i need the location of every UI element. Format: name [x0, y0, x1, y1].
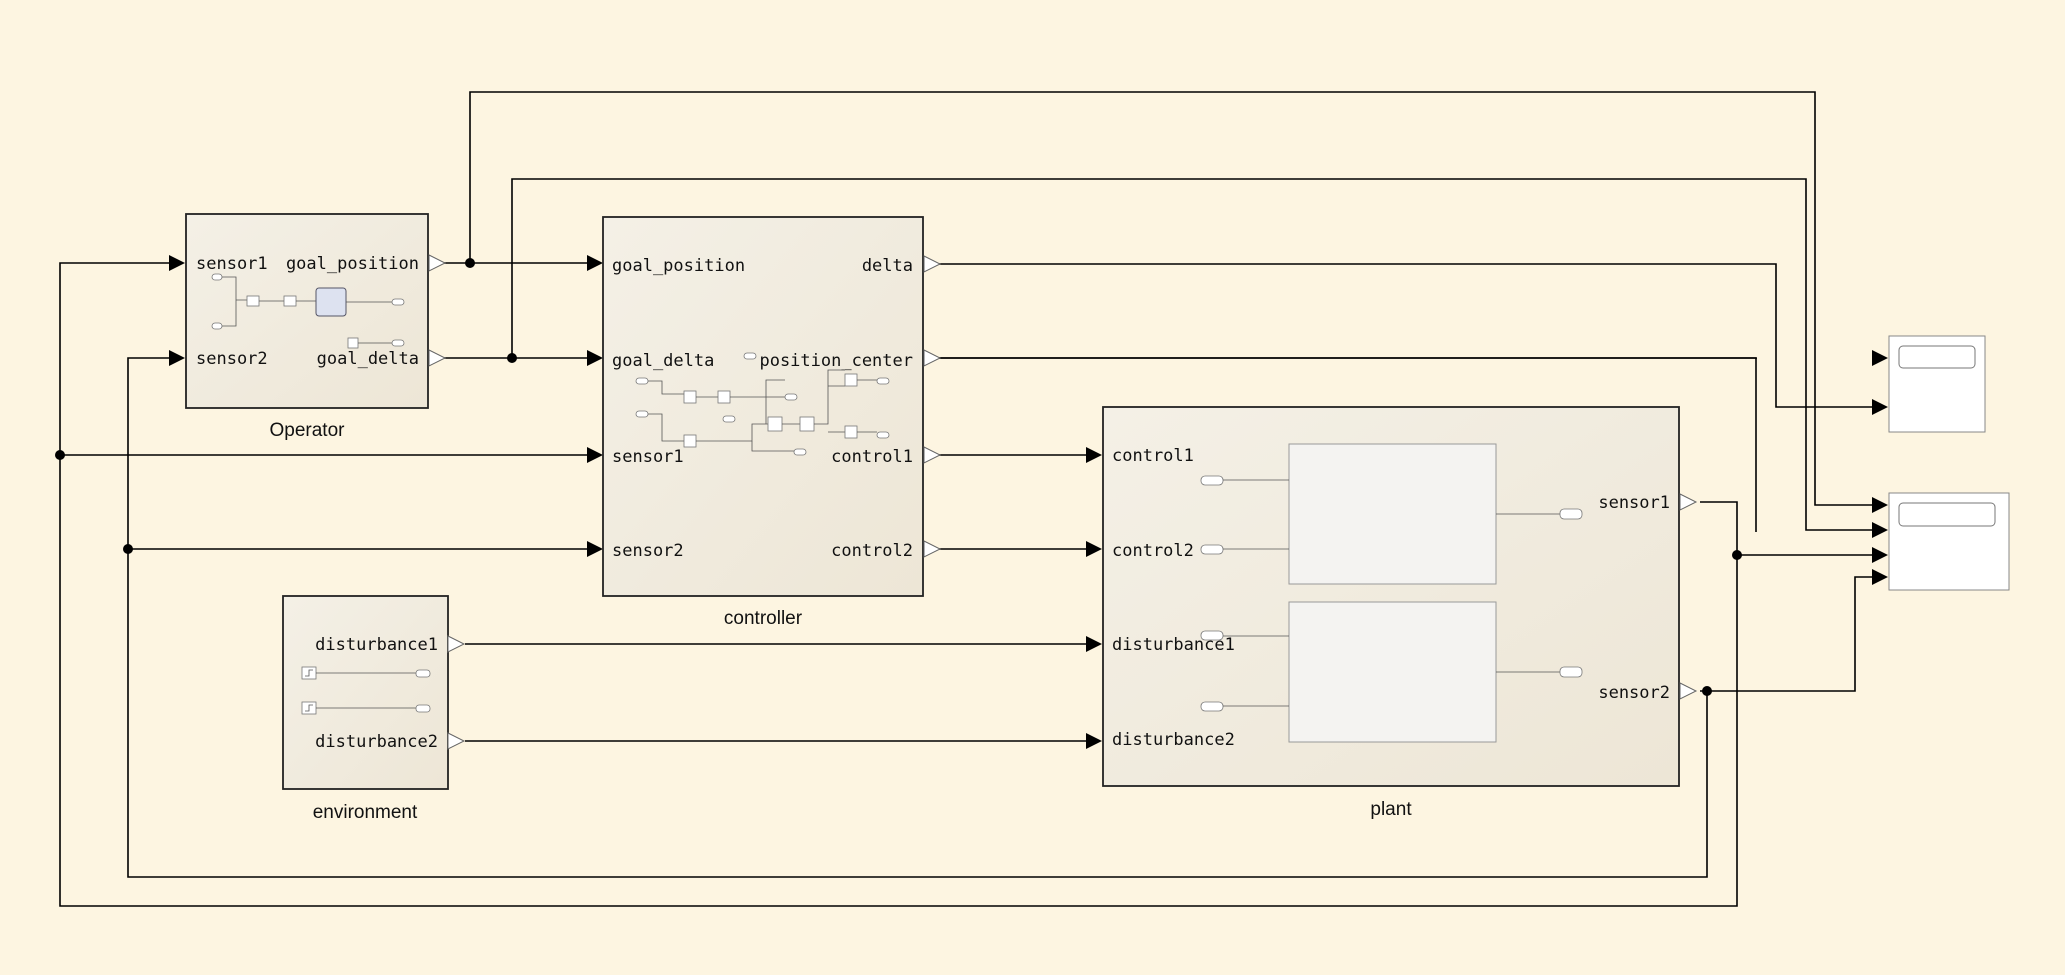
plant-subsystem-1 — [1288, 443, 1497, 585]
arrowheads — [169, 255, 1888, 749]
controller-out-position-center: position_center — [759, 351, 913, 371]
plant-in-disturbance2: disturbance2 — [1112, 730, 1235, 750]
plant-internal-preview — [1200, 443, 1583, 743]
controller-in-goal-position: goal_position — [612, 256, 745, 276]
plant-block-name: plant — [1370, 799, 1412, 820]
plant-subsystem-2 — [1288, 601, 1497, 743]
scope-icon — [1898, 502, 1996, 527]
operator-block-name: Operator — [270, 420, 346, 441]
controller-block-name: controller — [724, 608, 803, 629]
controller-internal-preview — [635, 352, 890, 456]
controller-in-goal-delta: goal_delta — [612, 351, 714, 371]
scope-1[interactable] — [1888, 335, 1986, 433]
junction-goal-delta — [507, 353, 517, 363]
plant-out-port-2[interactable] — [1679, 682, 1698, 700]
operator-in-sensor1: sensor1 — [196, 254, 268, 274]
signal-lines — [59, 91, 1874, 907]
scope-icon — [1898, 345, 1976, 369]
plant-out-sensor1: sensor1 — [1598, 493, 1670, 513]
junction-goal-position — [465, 258, 475, 268]
plant-block[interactable]: control1 control2 disturbance1 disturban… — [1102, 406, 1698, 820]
junction-sensor1-right — [1732, 550, 1742, 560]
operator-in-sensor2: sensor2 — [196, 349, 268, 369]
wire-goal-delta-branch[interactable] — [511, 178, 1874, 531]
controller-out-port-2[interactable] — [923, 349, 942, 367]
wire-delta[interactable] — [939, 263, 1874, 408]
controller-out-port-3[interactable] — [923, 446, 942, 464]
scope-2[interactable] — [1888, 492, 2010, 591]
environment-out-disturbance2: disturbance2 — [315, 732, 438, 752]
controller-block[interactable]: goal_position goal_delta sensor1 sensor2… — [602, 216, 942, 629]
controller-out-control1: control1 — [831, 447, 913, 467]
environment-out-port-2[interactable] — [447, 732, 466, 750]
controller-out-control2: control2 — [831, 541, 913, 561]
environment-internal-preview — [301, 666, 431, 715]
environment-block[interactable]: disturbance1 disturbance2 environment — [282, 595, 466, 823]
environment-block-name: environment — [313, 802, 418, 823]
controller-out-port-1[interactable] — [923, 255, 942, 273]
operator-internal-preview — [211, 273, 405, 349]
junction-sensor2-left — [123, 544, 133, 554]
junction-dots — [55, 258, 1742, 696]
plant-out-sensor2: sensor2 — [1598, 683, 1670, 703]
operator-block[interactable]: sensor1 sensor2 goal_position goal_delta… — [185, 213, 447, 441]
plant-in-control1: control1 — [1112, 446, 1194, 466]
controller-in-sensor2: sensor2 — [612, 541, 684, 561]
junction-sensor1-left — [55, 450, 65, 460]
environment-out-port-1[interactable] — [447, 635, 466, 653]
plant-in-control2: control2 — [1112, 541, 1194, 561]
wire-plant-sensor1[interactable] — [59, 262, 1738, 907]
operator-out-goal-delta: goal_delta — [317, 349, 419, 369]
operator-out-port-1[interactable] — [428, 254, 447, 272]
environment-out-disturbance1: disturbance1 — [315, 635, 438, 655]
wire-sensor2-to-scope[interactable] — [1707, 576, 1874, 692]
stateflow-chart-icon — [315, 287, 347, 317]
plant-out-port-1[interactable] — [1679, 493, 1698, 511]
operator-out-goal-position: goal_position — [286, 254, 419, 274]
junction-sensor2-right — [1702, 686, 1712, 696]
controller-out-delta: delta — [862, 256, 913, 276]
controller-in-sensor1: sensor1 — [612, 447, 684, 467]
wire-goal-position-branch[interactable] — [469, 91, 1874, 506]
operator-out-port-2[interactable] — [428, 349, 447, 367]
controller-out-port-4[interactable] — [923, 540, 942, 558]
